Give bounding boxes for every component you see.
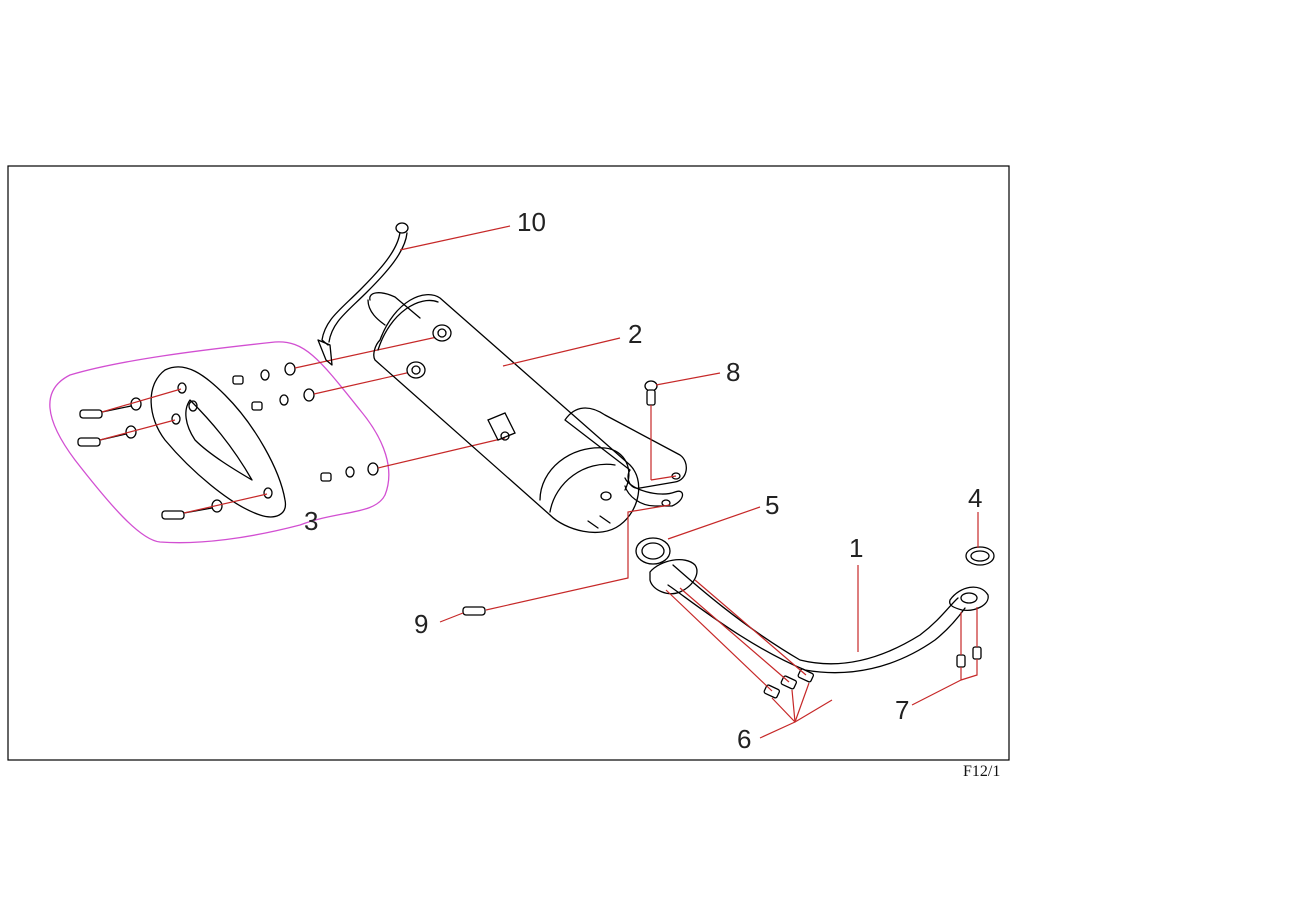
bolt bbox=[77, 425, 137, 447]
muffler-part bbox=[367, 292, 687, 533]
heat-shield-group-outline bbox=[49, 341, 390, 544]
callout-label-6: 6 bbox=[737, 724, 751, 754]
callout-label-8: 8 bbox=[726, 357, 740, 387]
bolt bbox=[79, 397, 142, 419]
callout-label-4: 4 bbox=[968, 483, 982, 513]
bolt-part-8 bbox=[644, 380, 677, 481]
callout-label-5: 5 bbox=[765, 490, 779, 520]
callout-label-10: 10 bbox=[517, 207, 546, 237]
callout-label-2: 2 bbox=[628, 319, 642, 349]
heat-shield-part bbox=[150, 366, 287, 518]
callout-label-3: 3 bbox=[304, 506, 318, 536]
gasket-part-4 bbox=[965, 546, 995, 566]
diagram-frame bbox=[7, 165, 1010, 761]
callout-label-7: 7 bbox=[895, 695, 909, 725]
callout-label-1: 1 bbox=[849, 533, 863, 563]
gasket-part-5 bbox=[635, 537, 671, 565]
nut-part-7 bbox=[911, 607, 982, 706]
stud-part-6 bbox=[665, 579, 833, 739]
page-code: F12/1 bbox=[963, 763, 1001, 780]
bolt-part-9 bbox=[462, 504, 671, 616]
shield-fasteners bbox=[77, 362, 379, 520]
exhaust-pipe-part bbox=[649, 559, 989, 674]
breather-pipe-part bbox=[317, 222, 409, 366]
callout-label-9: 9 bbox=[414, 609, 428, 639]
bolt bbox=[161, 499, 223, 520]
